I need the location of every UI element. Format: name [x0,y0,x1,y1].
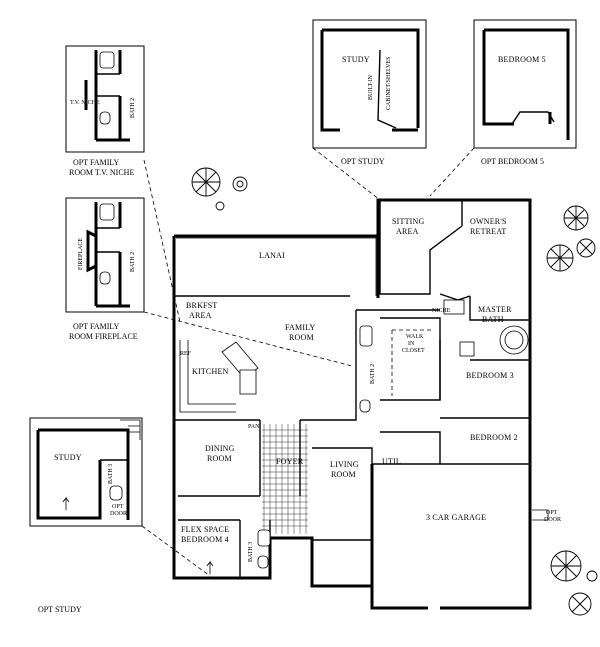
owners-label-2: RETREAT [470,227,507,236]
shrub-icon [586,570,598,582]
bath-2-label: BATH 2 [370,364,376,384]
bedroom-3-label: BEDROOM 3 [466,371,514,380]
tree-icon [546,244,574,272]
fireplace-label: FIREPLACE [78,238,84,270]
study-left-label: STUDY [54,453,82,462]
fireplace-caption-1: OPT FAMILY [73,322,119,331]
room-labels: LANAI BRKFST AREA FAMILY ROOM KITCHEN RE… [180,217,561,562]
dining-label-1: DINING [205,444,235,453]
bath-3-label: BATH 3 [248,542,254,562]
sitting-label-2: AREA [396,227,419,236]
inset-fireplace: FIREPLACE BATH 2 OPT FAMILY ROOM FIREPLA… [65,197,145,341]
fireplace-bath-label: BATH 2 [130,252,136,272]
dining-label-2: ROOM [207,454,232,463]
shrub-icon [232,176,248,192]
study-left-bath-label: BATH 3 [108,464,114,484]
flex-label-2: BEDROOM 4 [181,535,229,544]
tree-icon [563,205,589,231]
shrub-icon [215,201,225,211]
living-label-2: ROOM [331,470,356,479]
garage-label: 3 CAR GARAGE [426,513,486,522]
foyer-label: FOYER [276,457,304,466]
kitchen-label: KITCHEN [192,367,229,376]
bedroom-5-caption: OPT BEDROOM 5 [481,157,544,166]
study-top-shelves-2: CABINET/SHELVES [386,57,392,110]
study-top-label: STUDY [342,55,370,64]
leader-lines [141,147,475,577]
walkin-label-3: CLOSET [402,348,425,354]
master-bath-label-2: BATH [482,315,504,324]
study-left-opt-door-2: DOOR [110,511,127,517]
inset-bedroom-5: BEDROOM 5 OPT BEDROOM 5 [473,19,577,166]
inset-study-left: STUDY BATH 3 OPT DOOR OPT STUDY [29,417,143,614]
tv-niche-caption-2: ROOM T.V. NICHE [69,168,134,177]
landscape-trees [191,167,598,616]
util-label: UTIL [382,457,401,466]
tree-icon [191,167,221,197]
foyer-tile [262,424,308,534]
family-label-1: FAMILY [285,323,315,332]
tree-icon [550,550,582,582]
tv-niche-caption-1: OPT FAMILY [73,158,119,167]
flex-label-1: FLEX SPACE [181,525,229,534]
brkfst-label-2: AREA [189,311,212,320]
family-label-2: ROOM [289,333,314,342]
ref-label: REF [180,351,192,357]
opt-door-label-1: OPT [546,510,558,516]
study-top-shelves-1: BUILT-IN [368,74,374,100]
tv-niche-label: T.V. NICHE [70,100,100,106]
fireplace-caption-2: ROOM FIREPLACE [69,332,138,341]
brkfst-label-1: BRKFST [186,301,217,310]
bedroom-5-label: BEDROOM 5 [498,55,546,64]
master-bath-label-1: MASTER [478,305,512,314]
opt-door-label-2: DOOR [544,517,561,523]
niche-label: NICHE [432,308,451,314]
study-top-caption: OPT STUDY [341,157,385,166]
walkin-label-2: IN [408,341,415,347]
study-left-opt-door-1: OPT [112,504,124,510]
tree-icon [576,238,596,258]
living-label-1: LIVING [330,460,359,469]
walkin-label-1: WALK [406,334,424,340]
tv-niche-bath-label: BATH 2 [130,98,136,118]
sitting-label-1: SITTING [392,217,425,226]
inset-tv-niche: T.V. NICHE BATH 2 OPT FAMILY ROOM T.V. N… [65,45,145,177]
inset-study-top: STUDY BUILT-IN CABINET/SHELVES OPT STUDY [312,19,427,166]
pan-label: PAN [248,424,260,430]
study-left-caption: OPT STUDY [38,605,82,614]
tree-icon [568,592,592,616]
lanai-label: LANAI [259,251,285,260]
owners-label-1: OWNER'S [470,217,507,226]
bedroom-2-label: BEDROOM 2 [470,433,518,442]
main-plan [172,198,549,610]
